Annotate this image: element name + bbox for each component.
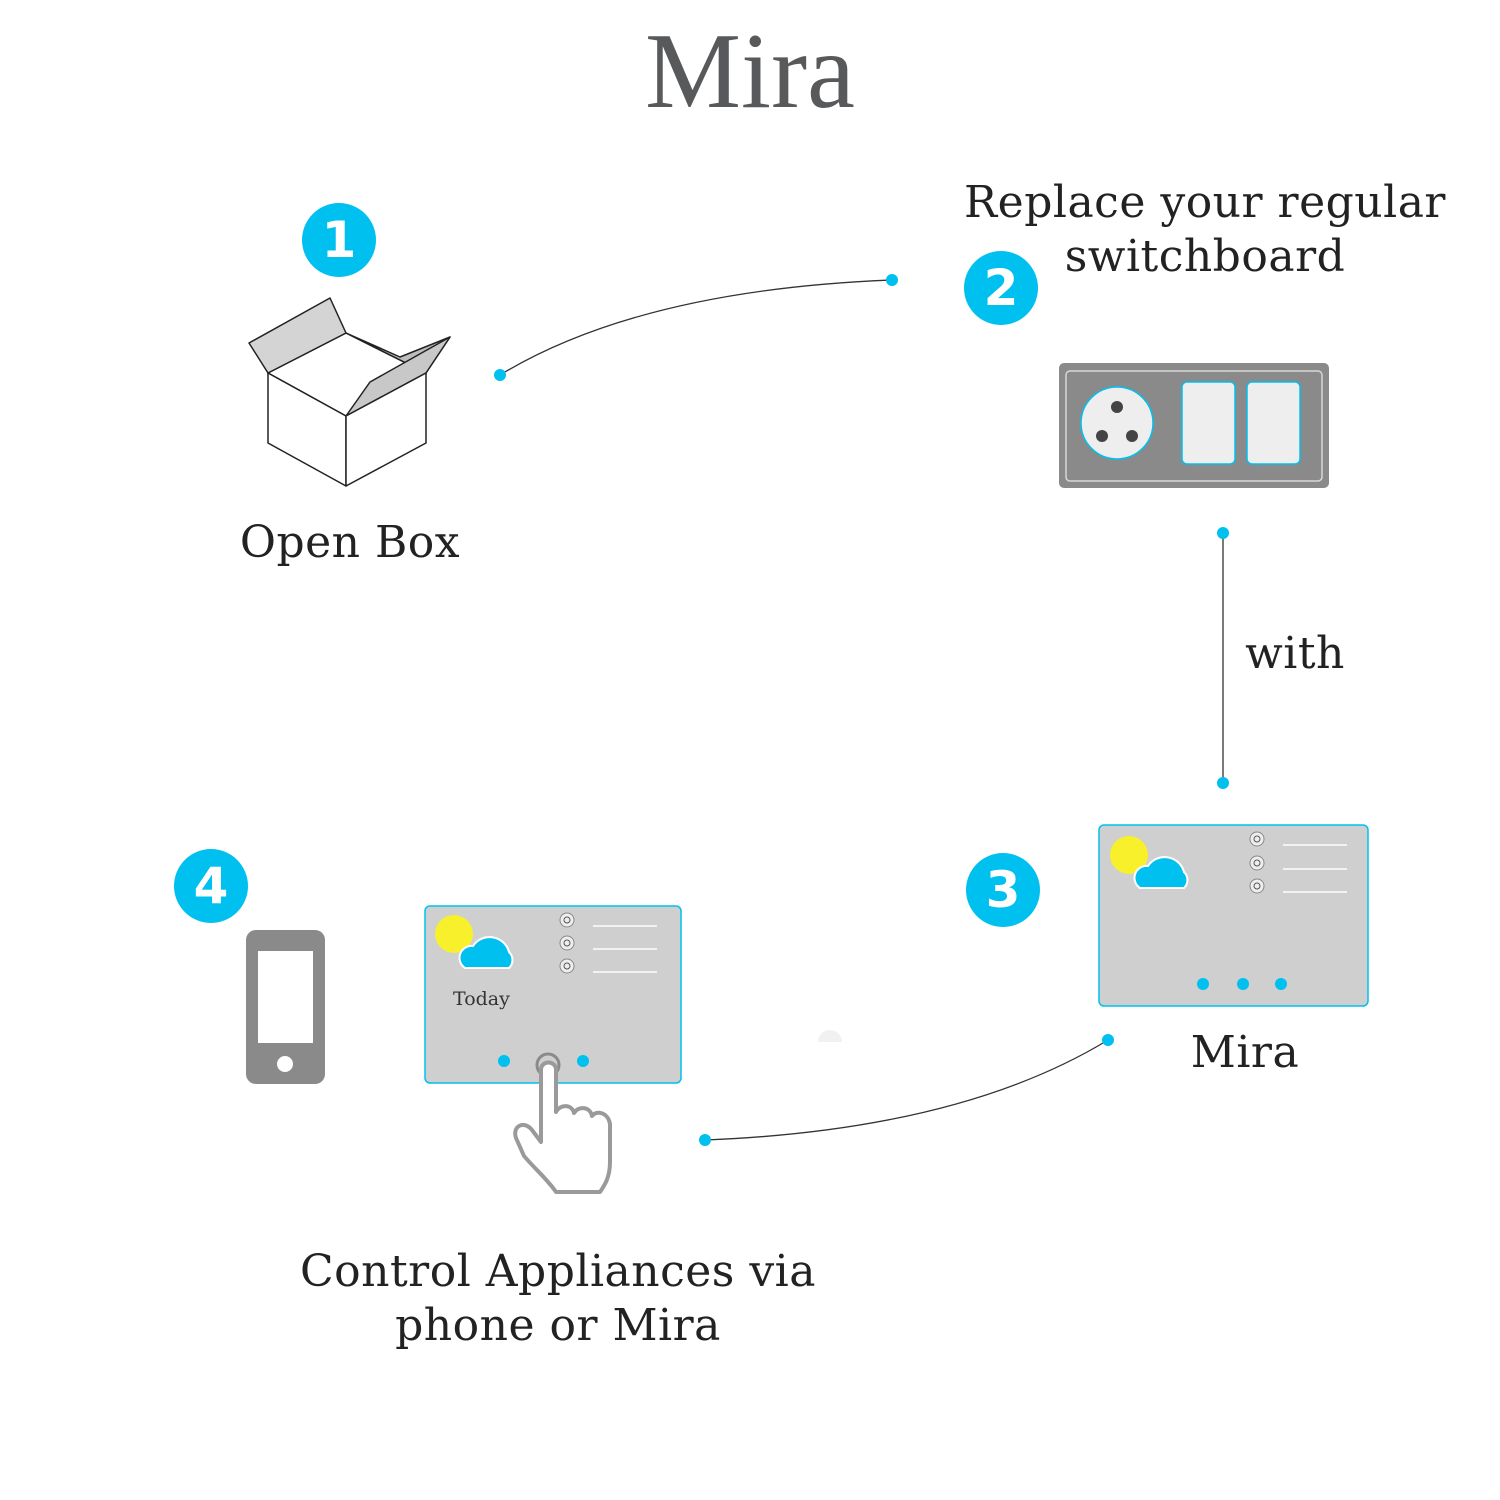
connector-2-3 [1217, 527, 1229, 789]
page-title: Mira [645, 12, 855, 131]
box-icon [248, 297, 451, 487]
panel-today-label: Today [453, 988, 510, 1010]
step-2-label-line1: Replace your regular [964, 177, 1446, 228]
step-4-label-line2: phone or Mira [395, 1300, 721, 1351]
step-2-label: Replace your regular switchboard [955, 176, 1455, 284]
step-3-badge: 3 [966, 853, 1040, 927]
phone-icon [246, 930, 325, 1084]
connector-3-4 [699, 1034, 1114, 1146]
mira-control-panel [424, 905, 682, 1084]
step-4-label-line1: Control Appliances via [300, 1246, 816, 1297]
switchboard-icon [1059, 363, 1329, 488]
step-2-label-line2: switchboard [1064, 231, 1346, 282]
step-4-label: Control Appliances via phone or Mira [258, 1245, 858, 1353]
step-1-label: Open Box [239, 517, 461, 568]
step-3-label: Mira [1190, 1027, 1300, 1078]
connector-1-2 [494, 274, 898, 381]
hand-pointer-icon [513, 1060, 612, 1194]
step-1-badge: 1 [302, 203, 376, 277]
step-4-badge: 4 [174, 849, 248, 923]
faint-mark [818, 1030, 842, 1042]
step-2-badge: 2 [964, 251, 1038, 325]
connector-label: with [1245, 628, 1345, 679]
mira-panel-icon [1098, 824, 1369, 1007]
